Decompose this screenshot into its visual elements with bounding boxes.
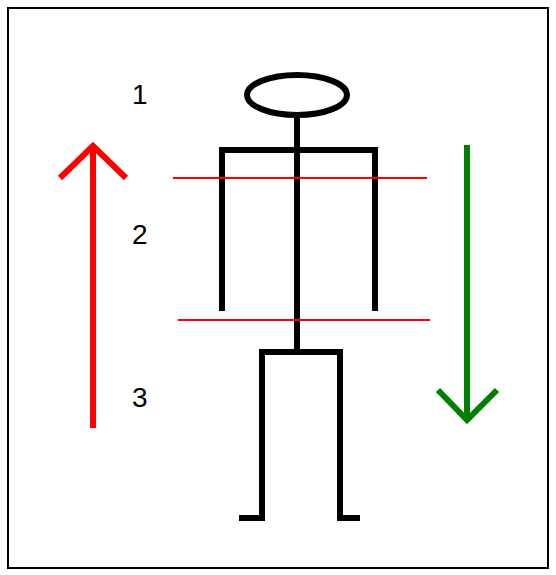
- shoulders: [222, 147, 375, 153]
- head: [247, 75, 347, 115]
- right-foot: [340, 515, 357, 521]
- hips: [262, 349, 340, 355]
- callout-number: 3: [132, 384, 148, 412]
- down-arrow: [438, 145, 497, 420]
- left-arm: [219, 150, 225, 308]
- callout-number: 1: [132, 81, 148, 109]
- right-leg: [337, 352, 343, 518]
- division-line: [178, 319, 430, 321]
- up-arrow: [60, 146, 126, 428]
- callout-number: 2: [132, 221, 148, 249]
- left-foot: [242, 515, 262, 521]
- stick-figure: [222, 75, 375, 518]
- frame: [8, 8, 548, 568]
- right-arm: [372, 150, 378, 308]
- division-line: [173, 177, 427, 179]
- left-leg: [259, 352, 265, 518]
